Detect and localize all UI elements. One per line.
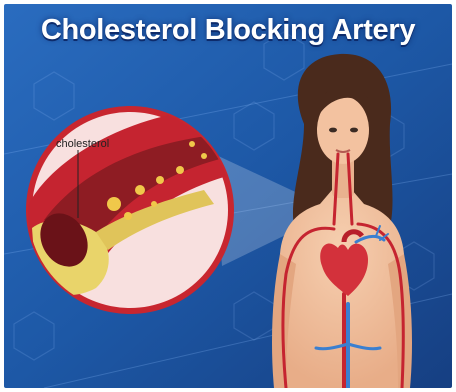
illustration-svg xyxy=(4,4,452,388)
cholesterol-label: cholesterol xyxy=(56,138,109,150)
right-eye xyxy=(350,128,358,133)
diagram-title: Cholesterol Blocking Artery xyxy=(4,14,452,47)
left-eye xyxy=(329,128,337,133)
illustration-panel: Cholesterol Blocking Artery cholesterol xyxy=(4,4,452,388)
